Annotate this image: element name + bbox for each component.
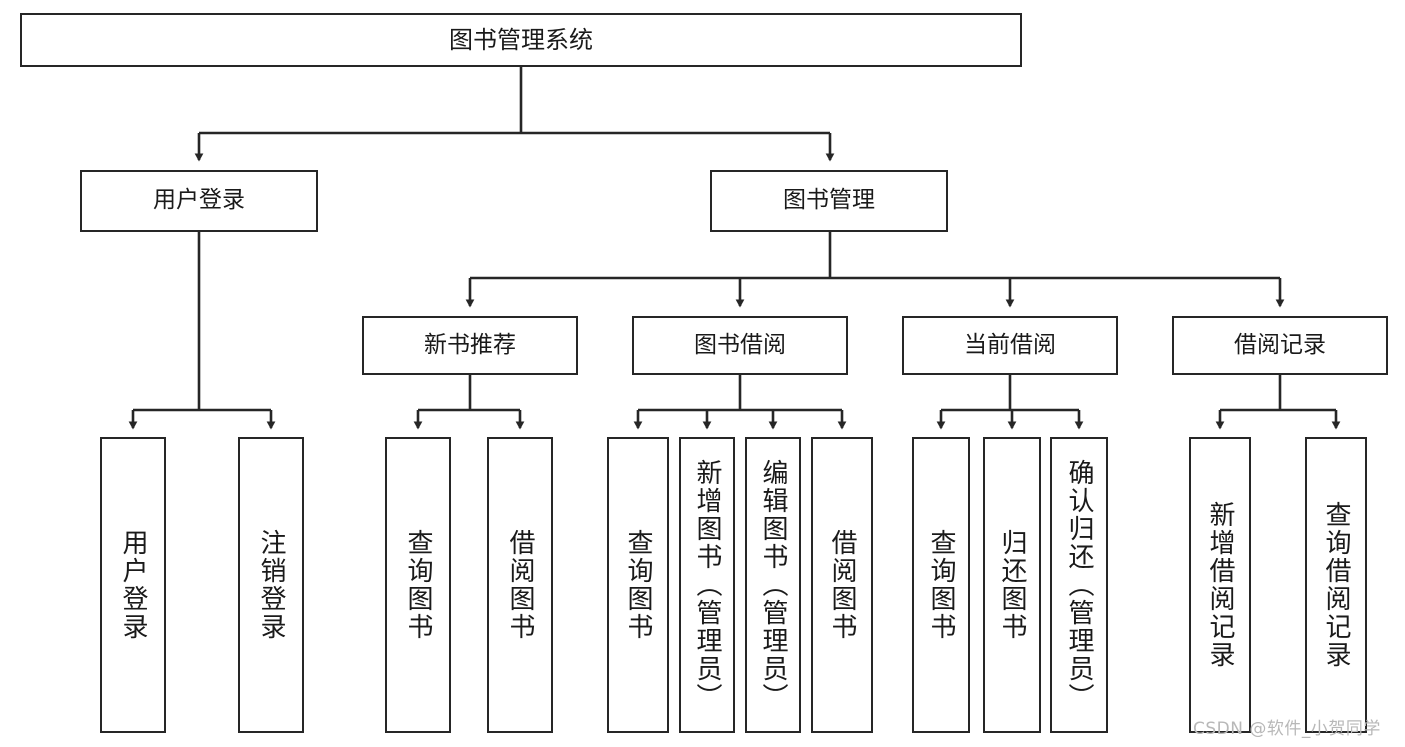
leaf-query-borrow-record[interactable]: 查询借阅记录 — [1305, 437, 1367, 733]
leaf-borrow-book-recommend[interactable]: 借阅图书 — [487, 437, 553, 733]
leaf-query-book-recommend-label: 查询图书 — [403, 529, 433, 641]
leaf-query-borrow-record-label: 查询借阅记录 — [1321, 501, 1351, 669]
node-current-borrow[interactable]: 当前借阅 — [902, 316, 1118, 375]
leaf-query-book-borrow[interactable]: 查询图书 — [607, 437, 669, 733]
node-book-management-label: 图书管理 — [783, 187, 875, 214]
leaf-add-book-admin[interactable]: 新增图书（管理员） — [679, 437, 735, 733]
leaf-logout[interactable]: 注销登录 — [238, 437, 304, 733]
leaf-add-borrow-record[interactable]: 新增借阅记录 — [1189, 437, 1251, 733]
node-new-book-recommend[interactable]: 新书推荐 — [362, 316, 578, 375]
leaf-borrow-book-recommend-label: 借阅图书 — [505, 529, 535, 641]
node-borrow-record-label: 借阅记录 — [1234, 331, 1326, 358]
leaf-borrow-book-label: 借阅图书 — [827, 529, 857, 641]
leaf-borrow-book[interactable]: 借阅图书 — [811, 437, 873, 733]
node-new-book-recommend-label: 新书推荐 — [424, 331, 516, 358]
leaf-return-book[interactable]: 归还图书 — [983, 437, 1041, 733]
leaf-query-book-current-label: 查询图书 — [926, 529, 956, 641]
csdn-watermark: CSDN @软件_小贺同学 — [1193, 719, 1381, 739]
leaf-return-book-label: 归还图书 — [997, 529, 1027, 641]
leaf-logout-label: 注销登录 — [256, 529, 286, 641]
leaf-query-book-current[interactable]: 查询图书 — [912, 437, 970, 733]
node-book-borrow[interactable]: 图书借阅 — [632, 316, 848, 375]
node-root-label: 图书管理系统 — [449, 25, 593, 54]
leaf-confirm-return-admin-label: 确认归还（管理员） — [1064, 459, 1094, 711]
leaf-confirm-return-admin[interactable]: 确认归还（管理员） — [1050, 437, 1108, 733]
leaf-user-login-label: 用户登录 — [118, 529, 148, 641]
leaf-query-book-recommend[interactable]: 查询图书 — [385, 437, 451, 733]
node-user-login[interactable]: 用户登录 — [80, 170, 318, 232]
leaf-edit-book-admin[interactable]: 编辑图书（管理员） — [745, 437, 801, 733]
node-book-borrow-label: 图书借阅 — [694, 331, 786, 358]
node-book-management[interactable]: 图书管理 — [710, 170, 948, 232]
leaf-query-book-borrow-label: 查询图书 — [623, 529, 653, 641]
node-root[interactable]: 图书管理系统 — [20, 13, 1022, 67]
node-current-borrow-label: 当前借阅 — [964, 331, 1056, 358]
node-borrow-record[interactable]: 借阅记录 — [1172, 316, 1388, 375]
leaf-user-login[interactable]: 用户登录 — [100, 437, 166, 733]
node-user-login-label: 用户登录 — [153, 187, 245, 214]
leaf-add-book-admin-label: 新增图书（管理员） — [692, 459, 722, 711]
leaf-add-borrow-record-label: 新增借阅记录 — [1205, 501, 1235, 669]
leaf-edit-book-admin-label: 编辑图书（管理员） — [758, 459, 788, 711]
